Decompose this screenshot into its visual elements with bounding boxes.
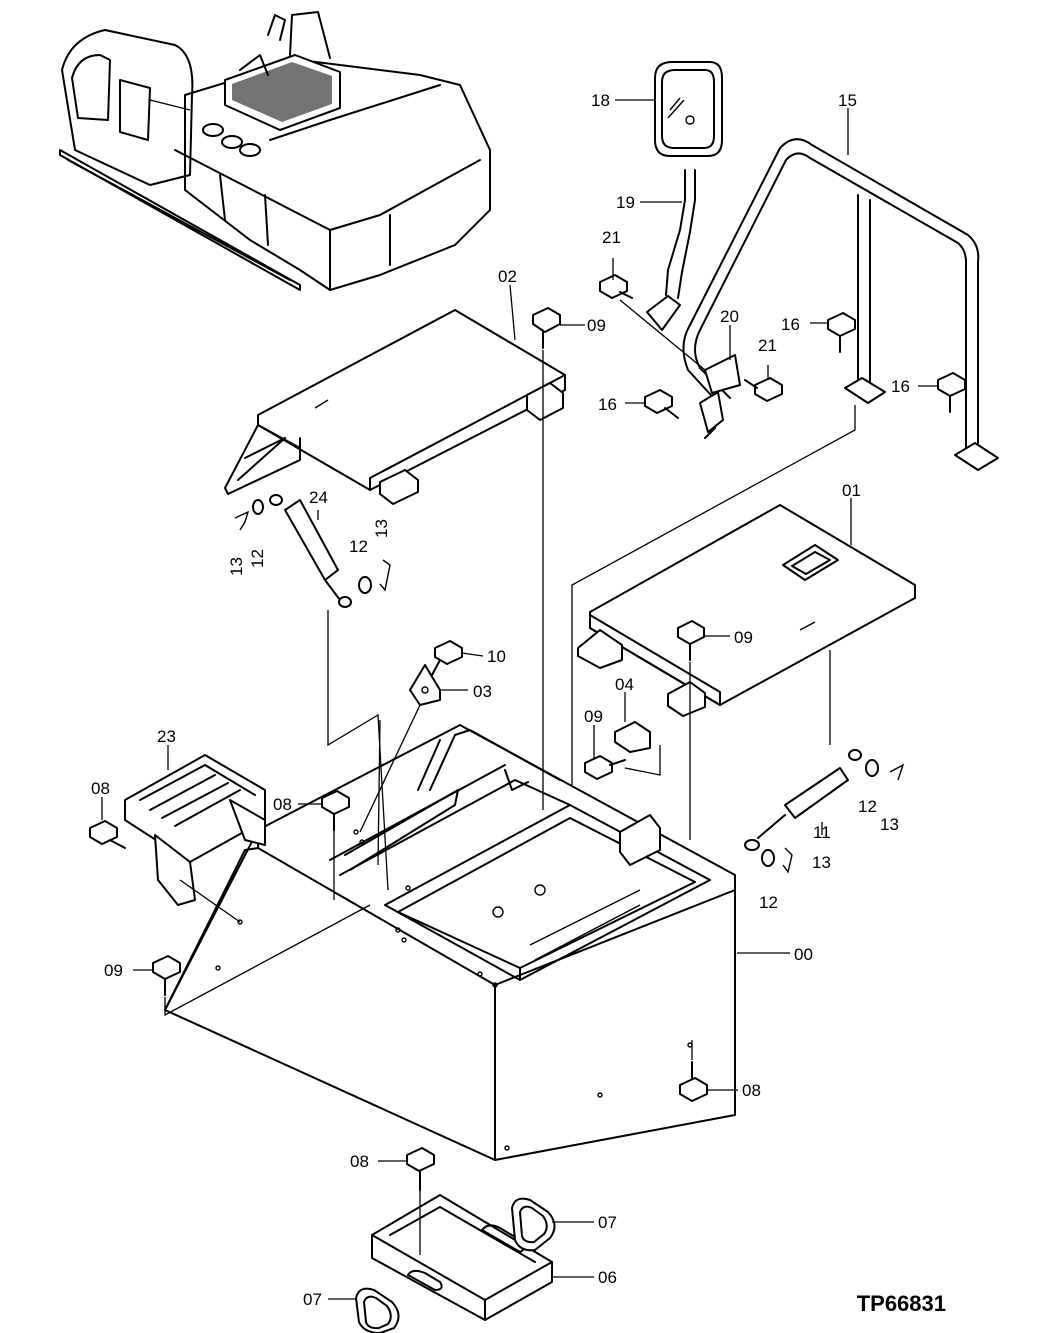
cover-01 — [577, 504, 916, 717]
grommets-07 — [355, 1197, 556, 1333]
label-01: 01 — [842, 481, 861, 500]
label-16-b: 16 — [891, 377, 910, 396]
washers-and-pins — [234, 499, 905, 874]
label-09-top: 09 — [587, 316, 606, 335]
gas-spring-11 — [744, 749, 862, 851]
label-00: 00 — [794, 945, 813, 964]
part-labels: 02 09 18 15 19 21 20 16 21 16 16 24 13 1… — [91, 91, 910, 1309]
label-08-left: 08 — [91, 779, 110, 798]
label-11: 11 — [813, 823, 831, 842]
label-13-a: 13 — [372, 519, 391, 538]
label-10: 10 — [487, 647, 506, 666]
bolt-10 — [431, 640, 463, 676]
label-04: 04 — [615, 675, 634, 694]
label-13-c: 13 — [880, 815, 899, 834]
label-07-top: 07 — [598, 1213, 617, 1232]
mirror-assembly — [646, 61, 741, 394]
label-13-b: 13 — [227, 557, 246, 576]
gas-spring-24 — [269, 494, 352, 608]
label-03: 03 — [473, 682, 492, 701]
label-16-c: 16 — [598, 395, 617, 414]
bolt-21-b — [744, 377, 783, 402]
bolt-09-left — [152, 955, 181, 996]
bracket-04 — [614, 721, 651, 753]
label-06: 06 — [598, 1268, 617, 1287]
label-20: 20 — [720, 307, 739, 326]
label-15: 15 — [838, 91, 857, 110]
bolt-09-right — [677, 620, 705, 661]
tray-06 — [371, 1194, 553, 1321]
callout-leaders — [101, 99, 938, 1300]
bolt-09-top — [532, 307, 561, 349]
label-12-b: 12 — [248, 549, 267, 568]
bolt-21-a — [599, 274, 633, 299]
label-18: 18 — [591, 91, 610, 110]
label-24: 24 — [309, 488, 328, 507]
label-16-a: 16 — [781, 315, 800, 334]
cover-02 — [224, 309, 566, 505]
label-21-a: 21 — [602, 228, 621, 247]
label-07-bottom: 07 — [303, 1290, 322, 1309]
label-02: 02 — [498, 267, 517, 286]
label-19: 19 — [616, 193, 635, 212]
bolt-16-a — [827, 312, 856, 353]
bolt-08-top — [321, 790, 350, 831]
excavator-overview — [59, 11, 491, 291]
bolt-09-mid — [584, 755, 626, 780]
label-09-left: 09 — [104, 961, 123, 980]
bracket-03 — [409, 664, 441, 706]
label-12-d: 12 — [759, 893, 778, 912]
label-09-right: 09 — [734, 628, 753, 647]
drawing-number: TP66831 — [856, 1291, 946, 1316]
bracket-23 — [124, 754, 266, 906]
bolt-16-b — [937, 372, 966, 413]
bolts — [89, 274, 966, 1191]
label-23: 23 — [157, 727, 176, 746]
label-08-top: 08 — [273, 795, 292, 814]
assembly-guide-lines — [164, 299, 856, 1255]
bolt-08-bottom — [679, 1061, 708, 1102]
label-08-bottom: 08 — [742, 1081, 761, 1100]
bolt-16-c — [644, 389, 679, 419]
label-13-d: 13 — [812, 853, 831, 872]
label-21-b: 21 — [758, 336, 777, 355]
label-12-a: 12 — [349, 537, 368, 556]
battery-box-00 — [164, 724, 736, 1161]
label-09-mid: 09 — [584, 707, 603, 726]
label-08-tray: 08 — [350, 1152, 369, 1171]
bolt-08-tray — [406, 1147, 435, 1191]
label-12-c: 12 — [858, 797, 877, 816]
rail-15 — [682, 138, 999, 471]
bolt-08-left — [89, 820, 126, 849]
